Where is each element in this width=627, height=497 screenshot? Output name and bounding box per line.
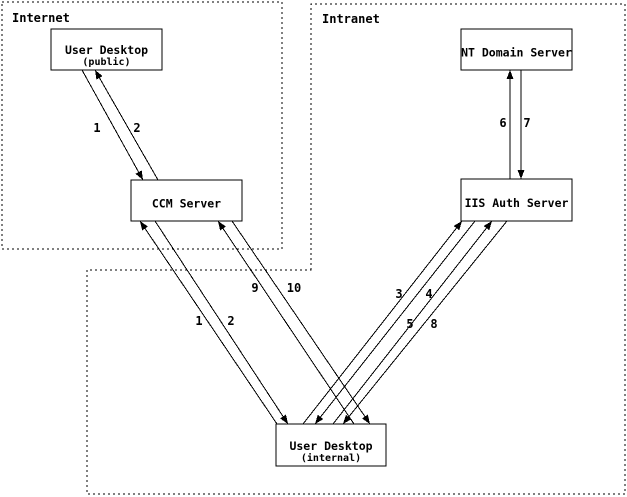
arrow-label-step-2-ccm-to-internal-desktop: 2 bbox=[227, 314, 234, 328]
node-user-desktop-internal: User Desktop(internal) bbox=[275, 423, 387, 467]
arrow-step-8-iis-to-internal-desktop bbox=[342, 220, 508, 425]
arrow-step-9-internal-desktop-to-ccm bbox=[217, 220, 355, 425]
arrow-label-step-1-public-desktop-to-ccm: 1 bbox=[93, 121, 100, 135]
edges-layer bbox=[81, 69, 525, 425]
node-title-iis-auth-server: IIS Auth Server bbox=[465, 196, 569, 210]
zone-boundary-intranet bbox=[86, 3, 626, 495]
nodes-layer: User Desktop(public)NT Domain ServerCCM … bbox=[50, 28, 573, 467]
arrow-label-step-2-ccm-to-public-desktop: 2 bbox=[133, 121, 140, 135]
zone-boundary-internet bbox=[1, 1, 283, 250]
node-nt-domain-server: NT Domain Server bbox=[460, 28, 573, 71]
node-title-user-desktop-internal: User Desktop bbox=[289, 439, 372, 453]
zone-label-intranet: Intranet bbox=[322, 12, 380, 26]
arrow-label-step-5-internal-desktop-to-iis: 5 bbox=[406, 317, 413, 331]
node-box-nt-domain-server bbox=[460, 28, 573, 71]
arrow-label-step-9-internal-desktop-to-ccm: 9 bbox=[251, 281, 258, 295]
arrow-step-1-public-desktop-to-ccm bbox=[81, 69, 144, 181]
arrow-label-step-10-ccm-to-internal-desktop: 10 bbox=[287, 281, 301, 295]
node-ccm-server: CCM Server bbox=[130, 179, 243, 222]
node-title-ccm-server: CCM Server bbox=[152, 197, 221, 211]
node-box-ccm-server bbox=[130, 179, 243, 222]
arrow-label-step-8-iis-to-internal-desktop: 8 bbox=[430, 317, 437, 331]
edge-labels-layer: 1 2 1 2 9 10 3 4 5 8 6 7 bbox=[93, 116, 530, 331]
arrow-label-step-6-iis-to-nt-domain: 6 bbox=[499, 116, 506, 130]
arrow-step-5-internal-desktop-to-iis bbox=[332, 220, 493, 425]
arrow-label-step-1-internal-desktop-to-ccm: 1 bbox=[195, 314, 202, 328]
arrow-step-10-ccm-to-internal-desktop bbox=[231, 220, 371, 425]
node-subtitle-user-desktop-internal: (internal) bbox=[301, 452, 361, 464]
arrow-step-2-ccm-to-public-desktop bbox=[94, 69, 159, 181]
arrow-step-3-internal-desktop-to-iis bbox=[302, 220, 463, 425]
arrow-step-1-internal-desktop-to-ccm bbox=[139, 220, 278, 425]
node-box-iis-auth-server bbox=[460, 178, 573, 222]
node-box-user-desktop-internal bbox=[275, 423, 387, 467]
arrow-label-step-7-nt-domain-to-iis: 7 bbox=[523, 116, 530, 130]
arrow-label-step-4-iis-to-internal-desktop: 4 bbox=[425, 287, 432, 301]
zone-label-internet: Internet bbox=[12, 11, 70, 25]
arrow-label-step-3-internal-desktop-to-iis: 3 bbox=[395, 287, 402, 301]
node-title-user-desktop-public: User Desktop bbox=[65, 43, 148, 57]
node-iis-auth-server: IIS Auth Server bbox=[460, 178, 573, 222]
node-title-nt-domain-server: NT Domain Server bbox=[461, 46, 572, 60]
arrow-step-2-ccm-to-internal-desktop bbox=[154, 220, 289, 425]
node-box-user-desktop-public bbox=[50, 28, 163, 71]
arrow-step-4-iis-to-internal-desktop bbox=[314, 220, 476, 425]
node-user-desktop-public: User Desktop(public) bbox=[50, 28, 163, 71]
node-subtitle-user-desktop-public: (public) bbox=[82, 56, 130, 68]
